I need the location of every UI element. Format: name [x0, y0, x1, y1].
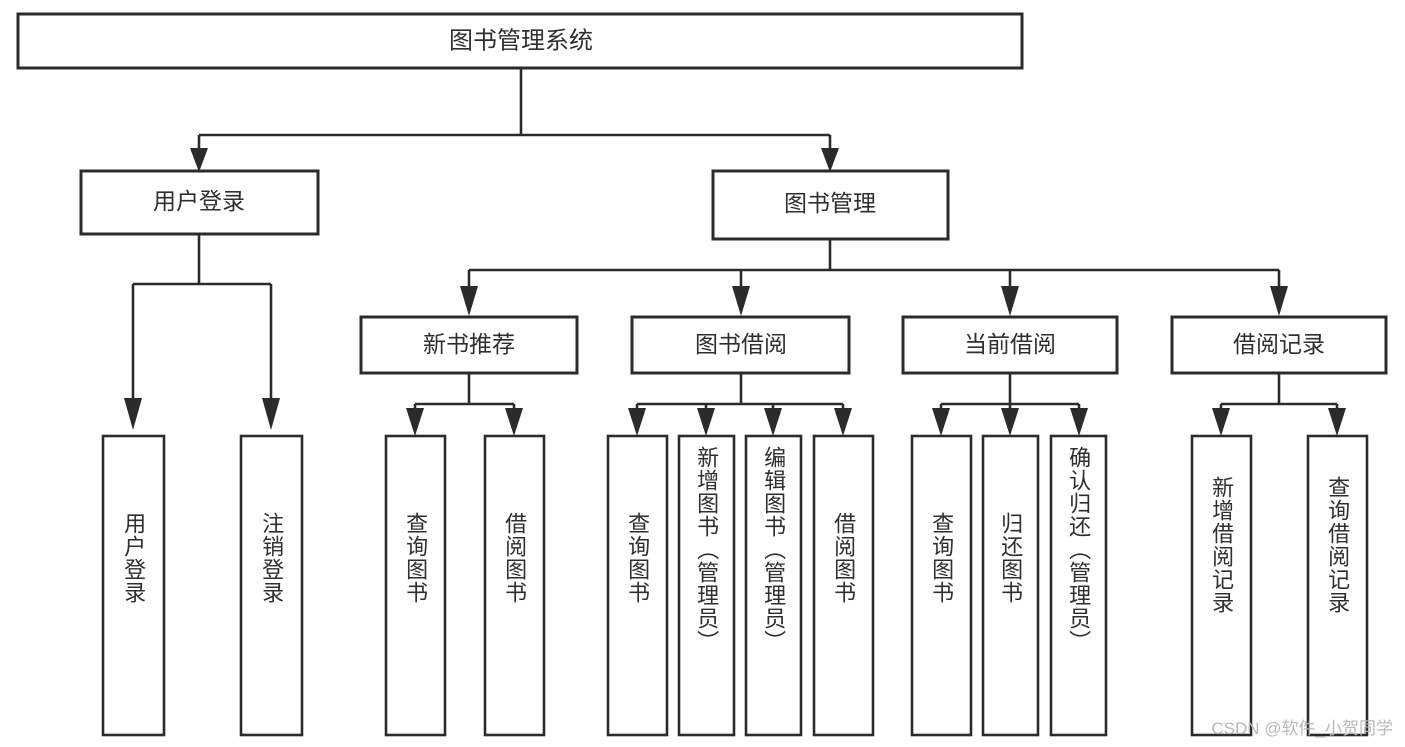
arrow-book-manage — [821, 148, 839, 172]
arrow-nb-leaf1 — [406, 408, 424, 436]
arrow-nb-leaf2 — [505, 408, 523, 436]
leaf-edit-book-box[interactable] — [744, 434, 803, 737]
leaf-user-login-box[interactable] — [101, 434, 166, 737]
arrow-leaf-user-login — [124, 398, 142, 430]
node-root-label: 图书管理系统 — [449, 27, 593, 54]
leaf-query-book-1-box[interactable] — [384, 434, 447, 737]
leaf-confirm-return-box[interactable] — [1049, 434, 1108, 737]
arrow-br-leaf1 — [1212, 408, 1230, 436]
node-user-login-label: 用户登录 — [153, 188, 245, 214]
leaf-logout-login-box[interactable] — [239, 434, 304, 737]
arrow-current-borrow — [1001, 286, 1019, 316]
arrow-borrow-record — [1270, 286, 1288, 316]
arrow-cb-leaf1 — [932, 408, 950, 436]
arrow-leaf-logout — [262, 398, 280, 430]
arrow-user-login — [190, 148, 208, 172]
node-book-manage-box[interactable] — [711, 169, 950, 241]
arrow-bb-leaf4 — [834, 408, 852, 436]
leaf-query-book-2-box[interactable] — [606, 434, 669, 737]
node-current-borrow-label: 当前借阅 — [964, 331, 1056, 357]
node-book-manage-label: 图书管理 — [784, 190, 876, 216]
leaf-borrow-book-2-box[interactable] — [812, 434, 875, 737]
node-user-login-box[interactable] — [79, 169, 320, 236]
leaf-add-record-box[interactable] — [1190, 434, 1253, 737]
arrow-cb-leaf3 — [1070, 408, 1088, 436]
node-new-book-recommend-box[interactable] — [359, 315, 579, 375]
arrow-book-borrow — [732, 286, 750, 316]
leaf-query-record-box[interactable] — [1306, 434, 1369, 737]
leaf-query-book-3-box[interactable] — [910, 434, 973, 737]
arrow-bb-leaf2 — [697, 408, 715, 436]
node-book-borrow-label: 图书借阅 — [695, 331, 787, 357]
arrow-br-leaf2 — [1328, 408, 1346, 436]
arrow-bb-leaf3 — [764, 408, 782, 436]
leaf-borrow-book-1-box[interactable] — [483, 434, 546, 737]
arrow-new-book — [460, 286, 478, 316]
node-borrow-record-label: 借阅记录 — [1233, 331, 1325, 357]
leaf-add-book-box[interactable] — [677, 434, 736, 737]
leaf-return-book-box[interactable] — [981, 434, 1040, 737]
node-root-box[interactable] — [16, 12, 1024, 70]
node-current-borrow-box[interactable] — [901, 315, 1119, 375]
node-book-borrow-box[interactable] — [630, 315, 851, 375]
arrow-bb-leaf1 — [628, 408, 646, 436]
node-new-book-recommend-label: 新书推荐 — [423, 331, 515, 357]
arrow-cb-leaf2 — [1001, 408, 1019, 436]
node-borrow-record-box[interactable] — [1170, 315, 1388, 375]
